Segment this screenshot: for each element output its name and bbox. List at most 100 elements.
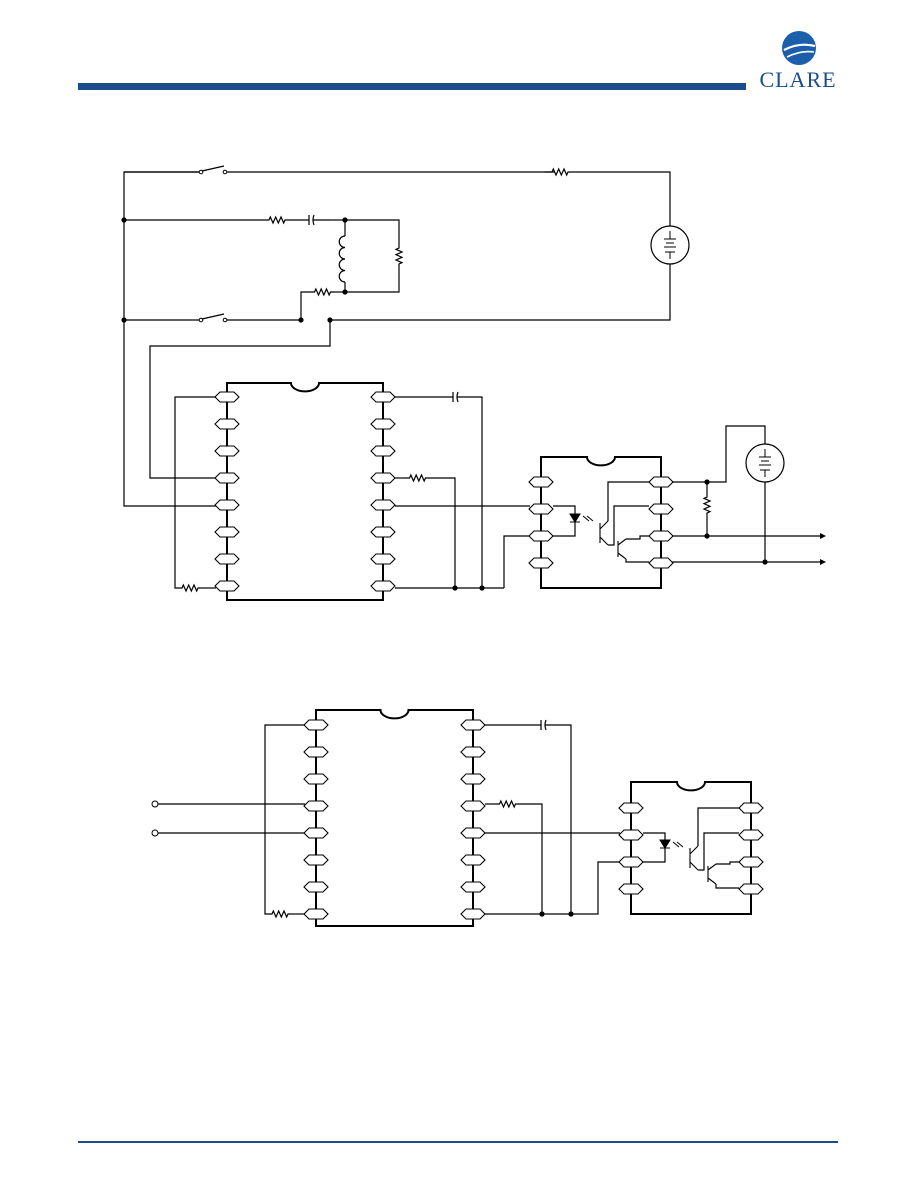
wire bbox=[626, 535, 649, 540]
ic-pin bbox=[214, 580, 240, 592]
optocoupler-8-pin bbox=[630, 781, 752, 915]
wire bbox=[330, 264, 671, 321]
ic-pin bbox=[738, 856, 764, 868]
switch-contact bbox=[222, 317, 228, 323]
ic-pin bbox=[528, 557, 554, 569]
ic-pin bbox=[370, 472, 396, 484]
phototransistor bbox=[599, 520, 609, 546]
ic-pin bbox=[303, 908, 329, 920]
switch-contact bbox=[198, 317, 204, 323]
ic-pin bbox=[618, 802, 644, 814]
ic-pin bbox=[303, 827, 329, 839]
capacitor bbox=[448, 391, 462, 403]
ic-pin bbox=[648, 557, 674, 569]
resistor bbox=[702, 492, 712, 518]
ic-pin bbox=[370, 499, 396, 511]
wire bbox=[520, 803, 543, 914]
input-terminal bbox=[151, 829, 159, 837]
dip-16-ic bbox=[315, 709, 474, 927]
wire bbox=[149, 320, 331, 479]
ic-pin bbox=[618, 883, 644, 895]
output-terminal bbox=[820, 559, 826, 565]
switch-blade bbox=[201, 313, 225, 320]
ic-pin bbox=[738, 829, 764, 841]
ic-pin bbox=[214, 472, 240, 484]
ic-pin bbox=[370, 391, 396, 403]
wire bbox=[707, 425, 766, 483]
ic-pin bbox=[214, 445, 240, 457]
ic-pin bbox=[528, 476, 554, 488]
ic-pin bbox=[460, 908, 486, 920]
wire bbox=[698, 832, 739, 871]
ic-pin bbox=[738, 802, 764, 814]
ic-pin bbox=[214, 391, 240, 403]
inductor bbox=[338, 235, 346, 283]
ic-pin bbox=[648, 476, 674, 488]
source-symbol bbox=[664, 231, 676, 259]
ic-pin bbox=[303, 854, 329, 866]
ic-pin bbox=[460, 719, 486, 731]
switch-contact bbox=[222, 169, 228, 175]
ic-pin bbox=[303, 800, 329, 812]
wire bbox=[625, 559, 649, 563]
wire bbox=[264, 724, 305, 915]
ic-pin bbox=[370, 553, 396, 565]
ic-pin bbox=[460, 827, 486, 839]
optocoupler-8-pin bbox=[540, 456, 662, 589]
resistor bbox=[545, 167, 575, 177]
darlington-transistor bbox=[707, 863, 717, 885]
resistor bbox=[262, 215, 292, 225]
ic-pin bbox=[214, 526, 240, 538]
ic-pin bbox=[648, 530, 674, 542]
brand-name: CLARE bbox=[759, 67, 837, 92]
header-rule bbox=[78, 83, 746, 90]
ic-pin bbox=[460, 773, 486, 785]
junction-dot bbox=[479, 585, 485, 591]
ic-pin bbox=[303, 719, 329, 731]
ic-pin bbox=[528, 530, 554, 542]
resistor bbox=[405, 473, 430, 483]
wire bbox=[550, 724, 572, 914]
junction-dot bbox=[452, 585, 458, 591]
ic-pin bbox=[370, 580, 396, 592]
wire bbox=[300, 291, 310, 320]
switch-blade bbox=[201, 165, 225, 172]
bottom-circuit bbox=[151, 709, 764, 927]
switch-contact bbox=[198, 169, 204, 175]
globe-icon bbox=[782, 31, 816, 65]
top-circuit bbox=[121, 165, 826, 601]
footer-rule bbox=[78, 1141, 838, 1143]
output-terminal bbox=[820, 533, 826, 539]
resistor bbox=[310, 287, 335, 297]
ic-pin bbox=[214, 553, 240, 565]
ic-pin bbox=[460, 800, 486, 812]
wire bbox=[553, 522, 576, 537]
resistor bbox=[495, 799, 520, 809]
ic-pin bbox=[618, 829, 644, 841]
junction-dot bbox=[539, 911, 545, 917]
input-terminal bbox=[151, 800, 159, 808]
phototransistor bbox=[689, 845, 699, 871]
wire bbox=[643, 832, 666, 840]
ic-pin bbox=[528, 503, 554, 515]
wire bbox=[485, 861, 620, 915]
ic-pin bbox=[370, 526, 396, 538]
wire bbox=[553, 505, 576, 514]
wire bbox=[430, 477, 456, 588]
ic-pin bbox=[214, 418, 240, 430]
wire bbox=[643, 848, 666, 863]
dip-16-ic bbox=[226, 382, 384, 601]
wire bbox=[123, 320, 216, 507]
ic-pin bbox=[303, 773, 329, 785]
resistor bbox=[270, 909, 290, 919]
resistor bbox=[180, 583, 200, 593]
globe-circle bbox=[782, 31, 816, 65]
ic-pin bbox=[738, 883, 764, 895]
junction-dot bbox=[568, 911, 574, 917]
ic-pin bbox=[303, 881, 329, 893]
junction-dot bbox=[121, 217, 127, 223]
capacitor bbox=[536, 719, 550, 731]
wire bbox=[462, 396, 483, 588]
wire bbox=[575, 171, 671, 226]
